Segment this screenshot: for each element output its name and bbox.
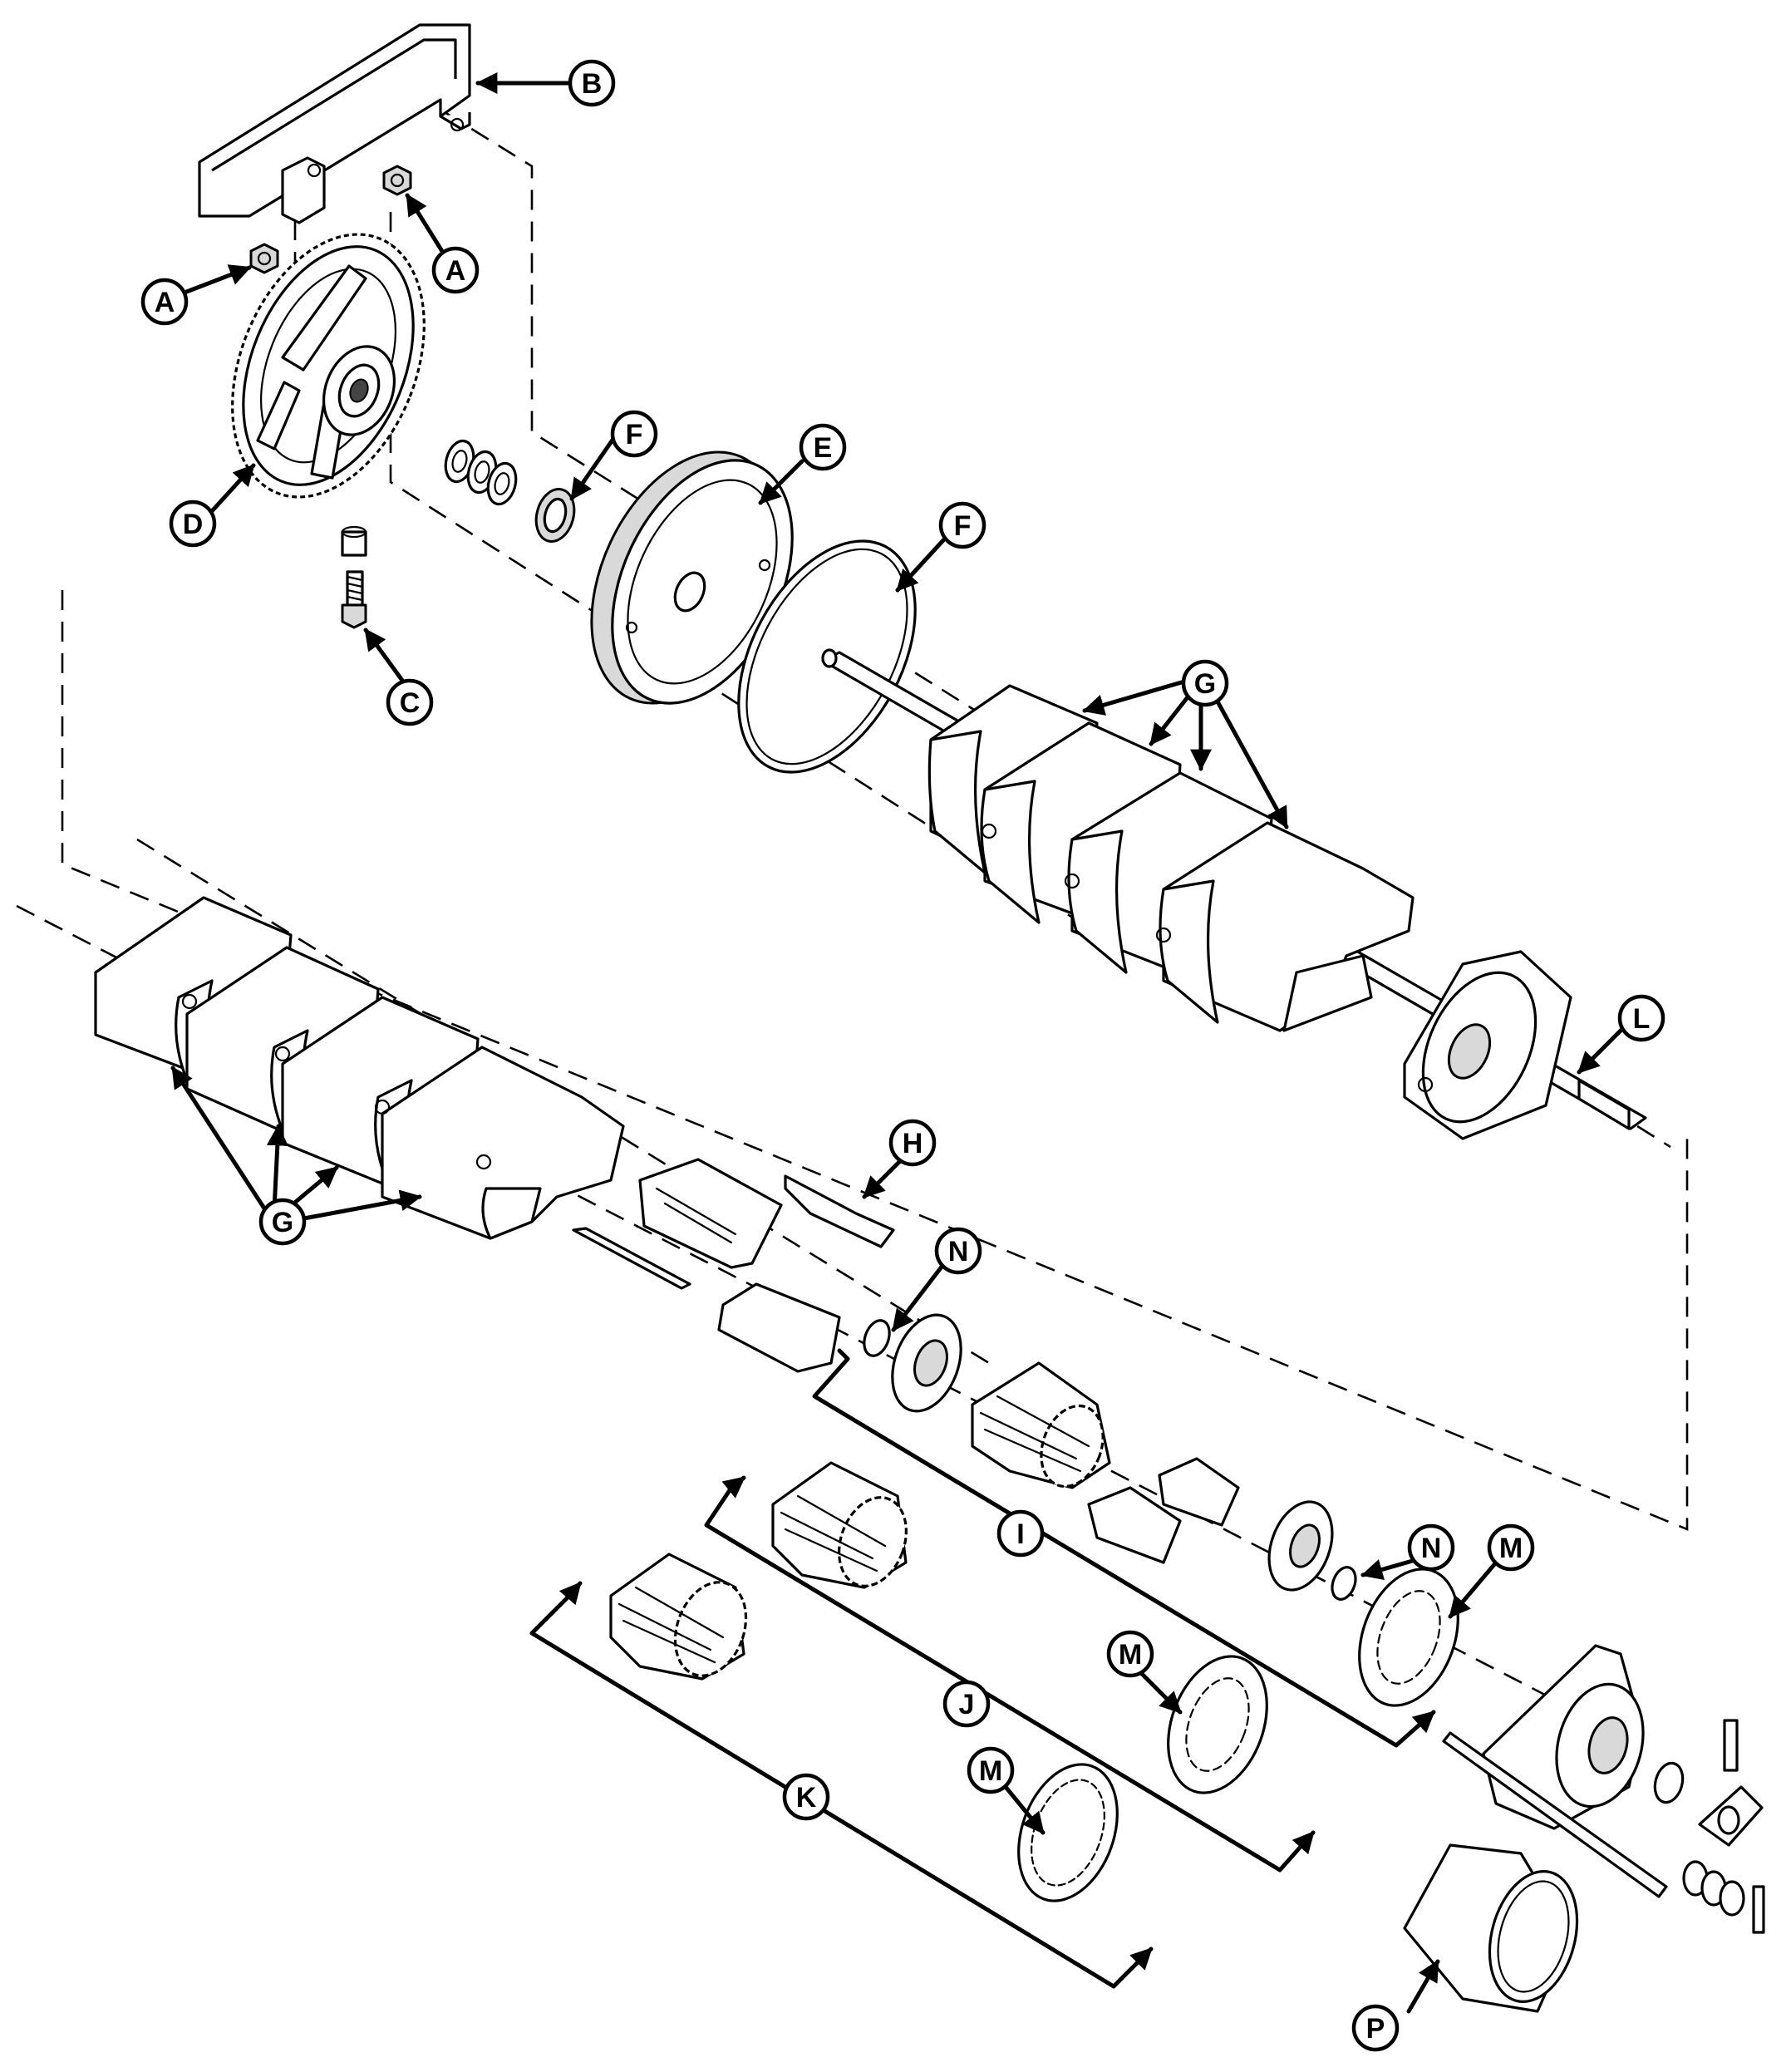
- callout-L: L: [1617, 994, 1665, 1042]
- svg-text:C: C: [400, 687, 421, 719]
- svg-text:F: F: [626, 419, 643, 450]
- bearing-housing-part: [1442, 1644, 1765, 1934]
- svg-text:M: M: [1499, 1533, 1523, 1564]
- end-housing-part: [1403, 950, 1572, 1140]
- callout-D: D: [169, 500, 217, 548]
- svg-text:P: P: [1366, 2013, 1385, 2045]
- callout-C: C: [386, 678, 434, 726]
- svg-text:F: F: [954, 510, 972, 542]
- lock-washer-parts: [1017, 1568, 1459, 1902]
- shoe-parts: [572, 1158, 895, 1373]
- callout-A-right: A: [431, 246, 480, 294]
- callout-F-top: F: [610, 410, 658, 458]
- upper-segments: [927, 684, 1415, 1032]
- callout-F-ring: F: [938, 501, 986, 549]
- bolt-part: [341, 525, 367, 629]
- end-plate-part: [590, 450, 794, 705]
- callout-G-lower: G: [258, 1198, 307, 1246]
- svg-text:K: K: [796, 1782, 817, 1814]
- svg-text:D: D: [183, 509, 204, 540]
- svg-text:G: G: [272, 1207, 293, 1238]
- handle-part: [198, 23, 471, 224]
- svg-text:E: E: [814, 432, 833, 464]
- callout-I: I: [996, 1509, 1045, 1558]
- callout-G-upper: G: [1181, 659, 1229, 707]
- callout-M-bottom: M: [967, 1746, 1015, 1794]
- callout-B: B: [568, 59, 616, 107]
- sleeve-part: [1403, 1843, 1579, 2013]
- callout-M-right: M: [1487, 1523, 1535, 1572]
- gear-parts: [609, 1361, 1240, 1681]
- svg-text:H: H: [903, 1128, 923, 1159]
- svg-text:M: M: [979, 1755, 1002, 1787]
- svg-text:L: L: [1633, 1003, 1651, 1035]
- svg-text:B: B: [582, 68, 603, 100]
- callout-J: J: [942, 1680, 991, 1728]
- sprocket-part: [231, 233, 426, 499]
- svg-text:I: I: [1016, 1518, 1024, 1550]
- svg-text:G: G: [1194, 668, 1216, 700]
- callout-H: H: [888, 1119, 937, 1167]
- retaining-ring-parts: [863, 1313, 1357, 1601]
- svg-text:J: J: [959, 1689, 975, 1720]
- lower-segments: [94, 896, 625, 1240]
- callout-A-left: A: [140, 278, 189, 326]
- callout-P: P: [1351, 2004, 1400, 2052]
- callout-E: E: [799, 423, 847, 471]
- svg-text:M: M: [1119, 1639, 1142, 1671]
- svg-text:A: A: [445, 255, 466, 287]
- svg-text:N: N: [948, 1236, 969, 1267]
- callout-N-lower: N: [1407, 1523, 1455, 1572]
- callout-K: K: [782, 1773, 830, 1821]
- washer-parts: [444, 439, 576, 543]
- callout-M-middle: M: [1106, 1630, 1154, 1678]
- svg-text:A: A: [155, 287, 175, 318]
- leader-lines: [170, 72, 1627, 2014]
- svg-text:N: N: [1421, 1533, 1442, 1564]
- callout-N-upper: N: [934, 1227, 982, 1275]
